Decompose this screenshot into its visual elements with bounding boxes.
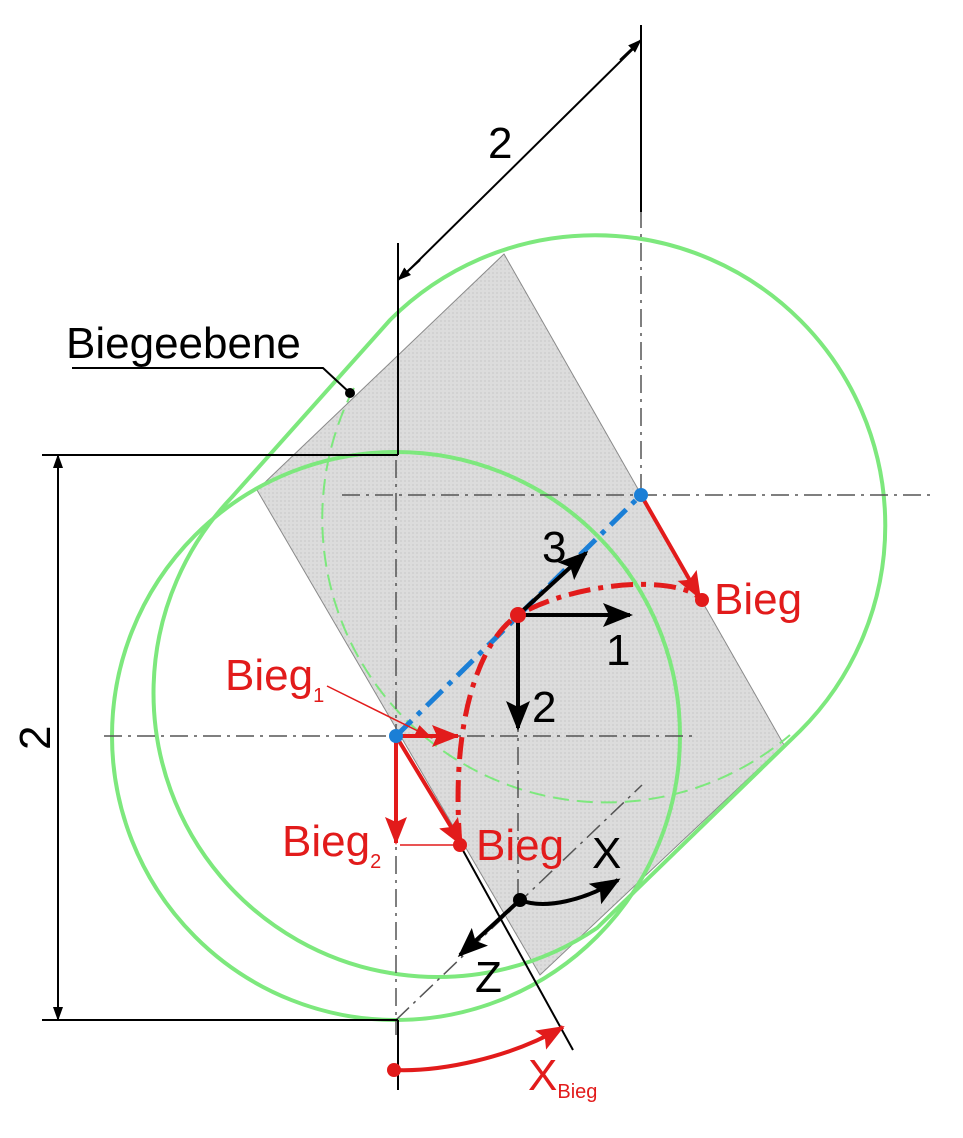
local-axes	[506, 550, 633, 731]
red-vectors	[385, 494, 702, 1073]
label-axis-3: 3	[542, 523, 566, 572]
label-bieg1: Bieg1	[225, 651, 324, 707]
upper-circle-hidden-arc	[321, 387, 791, 804]
dimension-lines	[42, 25, 642, 1090]
xz-origin	[513, 893, 527, 907]
label-biegeebene: Biegeebene	[66, 319, 301, 368]
label-bieg-right: Bieg	[714, 575, 802, 624]
plane-leader	[72, 367, 351, 394]
label-axis-1: 1	[606, 626, 630, 675]
label-axis-2: 2	[532, 683, 556, 732]
xz-axes	[457, 878, 621, 958]
red-leaders	[326, 685, 460, 846]
center-point	[510, 607, 526, 623]
label-bieg-lower: Bieg	[476, 821, 564, 870]
label-dim-top: 2	[488, 119, 512, 168]
label-xbieg: XBieg	[528, 1051, 597, 1103]
blue-point-lower	[389, 729, 403, 743]
xbieg-start-point	[387, 1063, 401, 1077]
label-bieg2: Bieg2	[282, 817, 381, 873]
label-axis-x: X	[592, 829, 621, 878]
cylinder-outline	[151, 233, 888, 979]
bieg-perpendicular-line	[459, 844, 574, 1051]
blue-point-upper	[634, 488, 648, 502]
bieg-right-point	[695, 593, 709, 607]
label-dim-left: 2	[11, 726, 60, 750]
bieg-lower-point	[453, 838, 467, 852]
label-axis-z: Z	[475, 953, 502, 1002]
plane-leader-dot	[345, 388, 355, 398]
blue-axis	[394, 493, 643, 738]
